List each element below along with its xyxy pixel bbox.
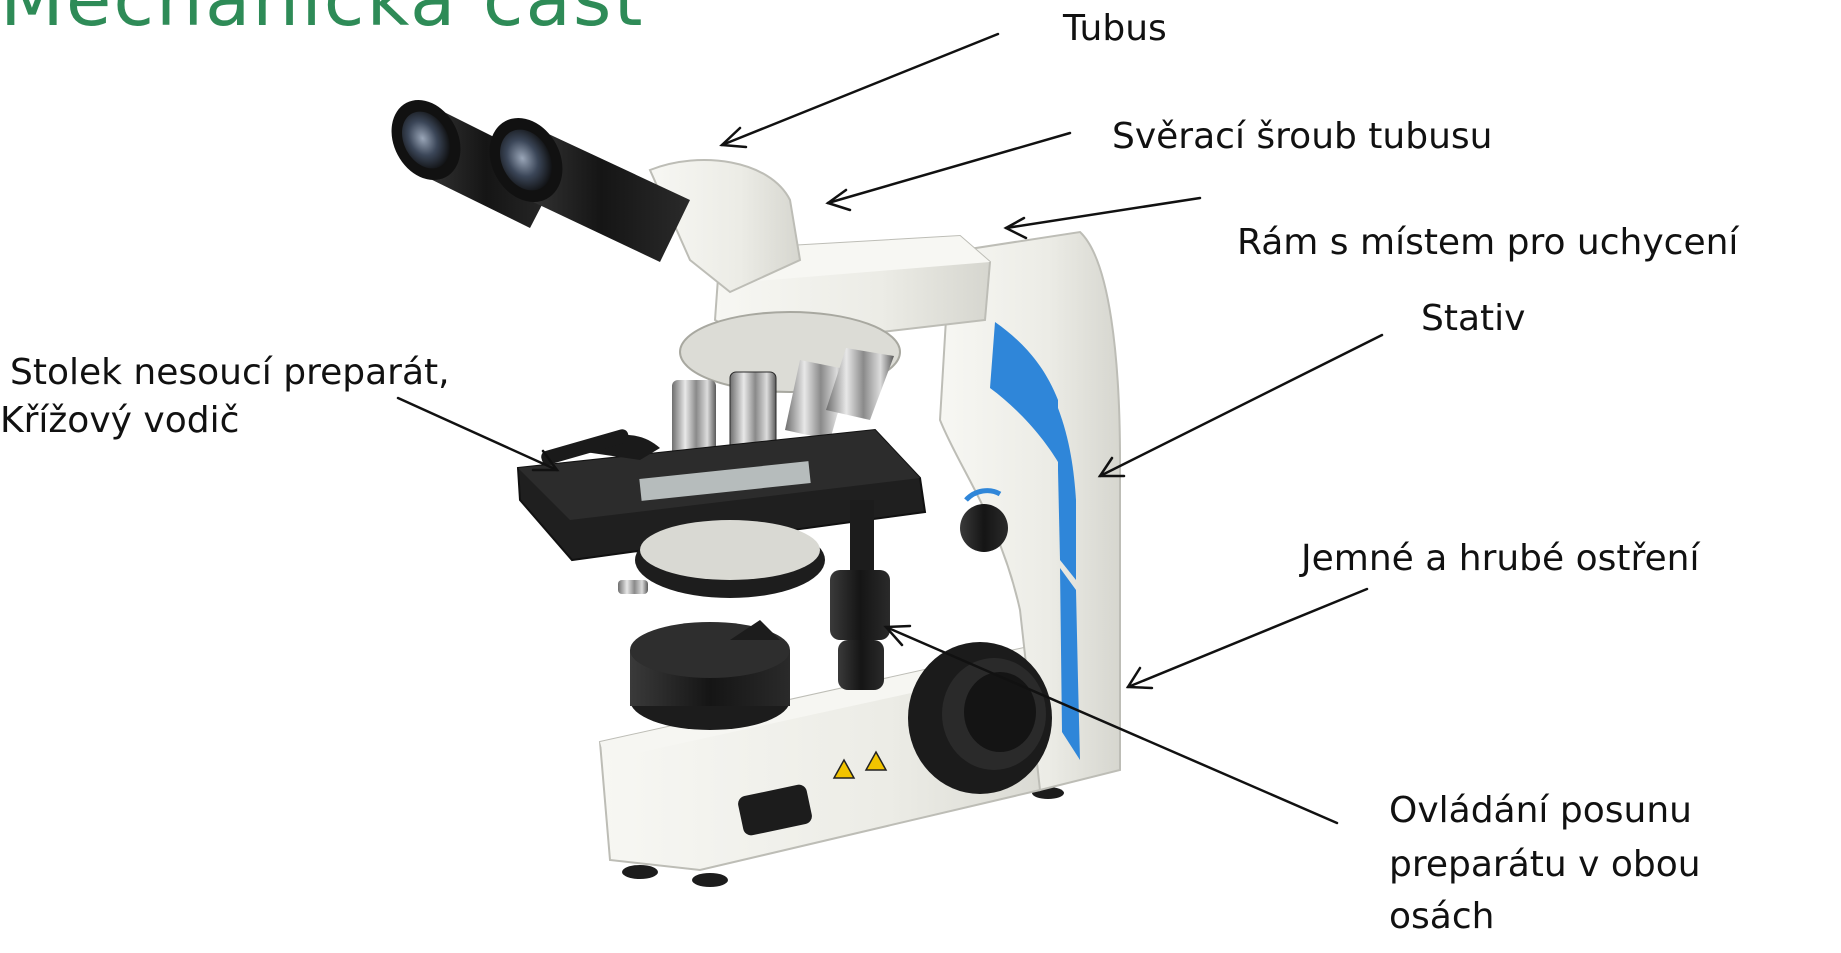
arrow-ostreni [1128, 589, 1367, 687]
stage-drive-knob-lower [838, 640, 884, 690]
label-stolek-line1: Stolek nesoucí preparát, [10, 350, 450, 396]
label-ram: Rám s místem pro uchycení [1237, 220, 1738, 266]
label-ovladani-line1: Ovládání posunu [1389, 788, 1692, 834]
stage-drive-knob-upper [830, 570, 890, 640]
label-tubus: Tubus [1063, 6, 1167, 52]
arrow-stolek [398, 398, 557, 470]
label-stativ: Stativ [1421, 296, 1525, 342]
arrow-ram [1006, 198, 1200, 228]
condenser-ring [640, 520, 820, 580]
arrow-tubus [722, 34, 998, 145]
condenser-knob [618, 580, 648, 594]
focus-knob-coarse [908, 642, 1052, 794]
label-sveraci-sroub: Svěrací šroub tubusu [1112, 114, 1492, 160]
foot-front-left [622, 865, 658, 879]
arrow-sveraci-sroub [828, 133, 1070, 203]
label-ostreni: Jemné a hrubé ostření [1301, 536, 1700, 582]
label-stolek-line2: Křížový vodič [0, 398, 239, 444]
arrow-stativ [1100, 335, 1382, 476]
label-ovladani-line3: osách [1389, 894, 1494, 940]
foot-front-right [692, 873, 728, 887]
label-ovladani-line2: preparátu v obou [1389, 842, 1701, 888]
